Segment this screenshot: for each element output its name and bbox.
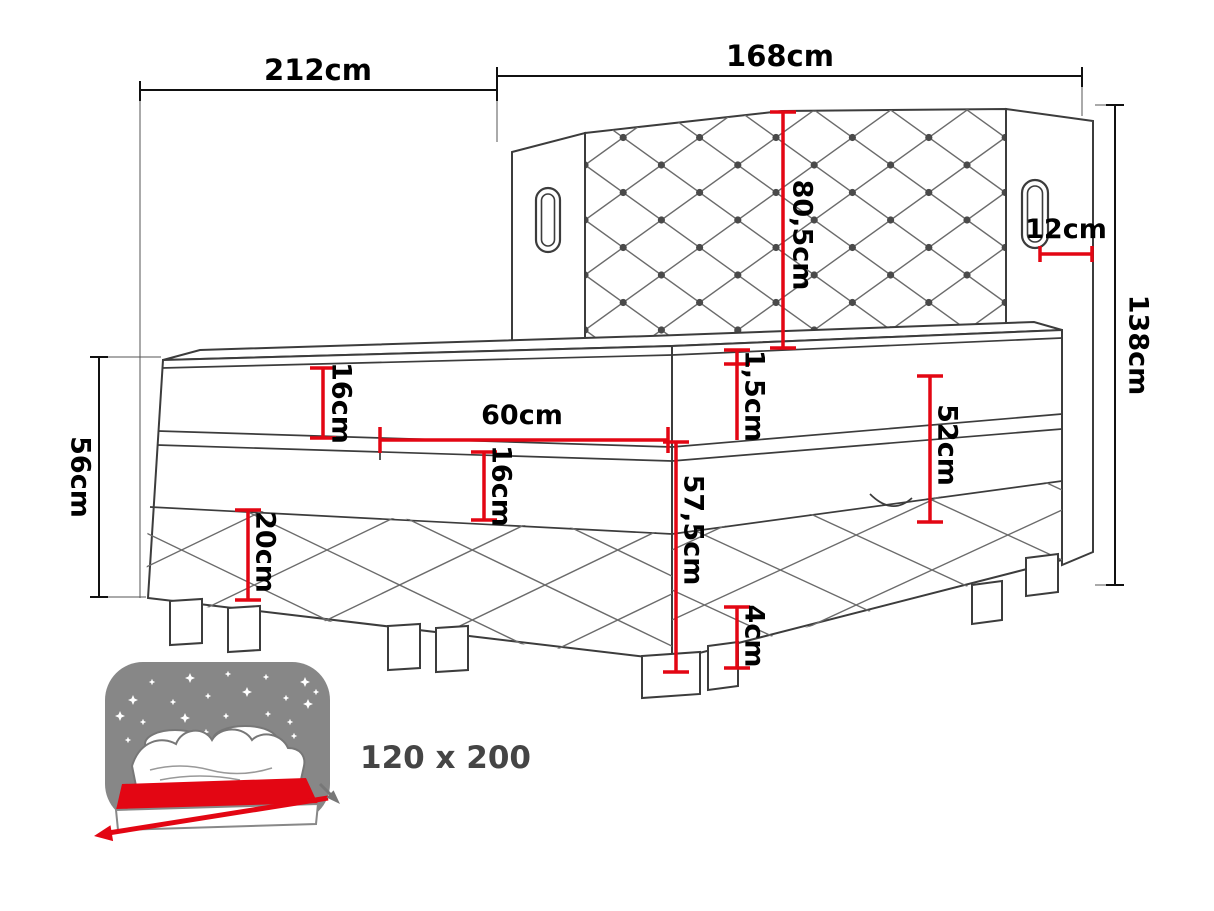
dim-16-upper: 16cm [310, 362, 357, 444]
side-handle-loop [869, 493, 913, 507]
red-dimensions: 80,5cm 12cm 16cm 60cm 1,5cm [235, 110, 1107, 674]
dim-60: 60cm [378, 400, 670, 453]
side-face-seams [671, 337, 1063, 535]
dim-label-16-lower: 16cm [486, 445, 517, 527]
dim-138: 138cm [1095, 104, 1154, 586]
dim-56: 56cm [65, 356, 161, 598]
dim-label-168: 168cm [726, 39, 834, 73]
dim-label-80-5: 80,5cm [787, 180, 818, 291]
size-icon-width-arrow [318, 782, 340, 804]
black-dimensions: 212cm 168cm 138cm 56cm [65, 39, 1154, 598]
right-handle-slot-icon [1020, 178, 1050, 250]
dim-label-57-5: 57,5cm [678, 475, 709, 586]
dim-12: 12cm [1025, 214, 1107, 262]
dim-label-212: 212cm [264, 53, 372, 87]
dim-20: 20cm [235, 508, 281, 602]
dim-label-1-5: 1,5cm [739, 350, 770, 442]
size-icon: 120 x 200 [94, 662, 531, 842]
duvet-fold-line [159, 775, 241, 781]
dim-label-52: 52cm [932, 404, 963, 486]
size-icon-mattress [116, 778, 318, 810]
dim-label-12: 12cm [1025, 214, 1107, 245]
duvet-fold-line [149, 765, 273, 775]
dim-label-16-upper: 16cm [326, 362, 357, 444]
bed-feet [169, 552, 1059, 700]
dim-57-5: 57,5cm [663, 440, 709, 674]
dim-168: 168cm [496, 39, 1083, 116]
size-label: 120 x 200 [360, 740, 531, 776]
dim-label-20: 20cm [250, 511, 281, 593]
dim-label-138: 138cm [1123, 295, 1154, 396]
dim-1-5: 1,5cm [724, 348, 770, 442]
size-icon-length-arrow [94, 795, 329, 842]
dim-label-4: 4cm [739, 605, 770, 668]
dim-16-lower: 16cm [471, 445, 517, 527]
dim-4: 4cm [724, 605, 770, 670]
left-handle-slot-icon [534, 186, 562, 254]
dim-label-60: 60cm [481, 400, 563, 431]
bed-drawing [146, 107, 1094, 700]
dim-80-5: 80,5cm [770, 110, 818, 350]
dim-212: 212cm [139, 53, 498, 598]
dim-label-56: 56cm [65, 436, 96, 518]
dim-52: 52cm [917, 374, 963, 524]
